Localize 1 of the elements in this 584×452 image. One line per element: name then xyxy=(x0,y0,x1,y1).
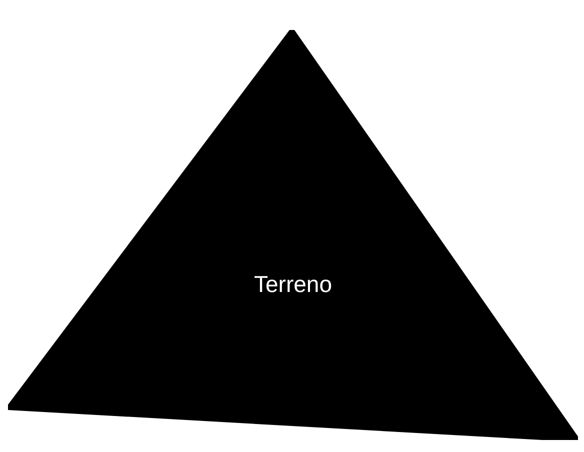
triangle-label: Terreno xyxy=(254,270,332,299)
